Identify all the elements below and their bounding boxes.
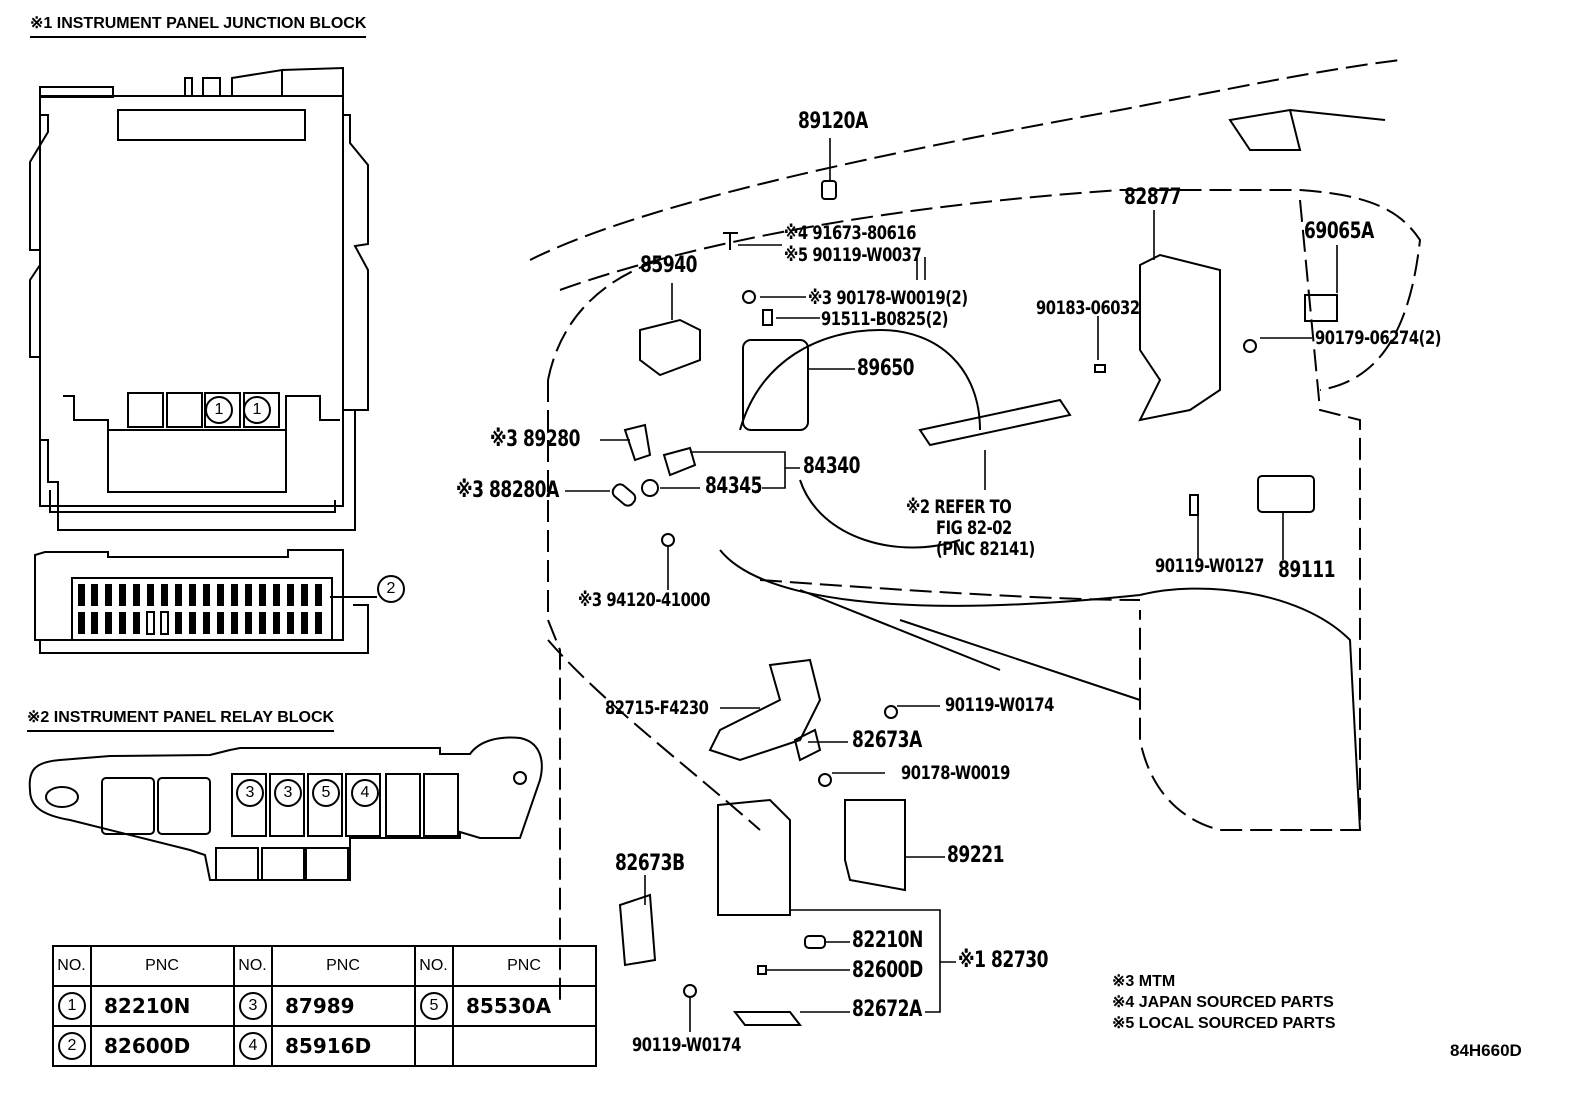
part-label-89650[interactable]: 89650 (857, 356, 915, 381)
dashboard-solid-lines (719, 108, 1386, 831)
callout-circle: 4 (351, 779, 379, 807)
part-label-90119-W0037[interactable]: ※5 90119-W0037 (784, 244, 922, 266)
table-row: 1 82210N 3 87989 5 85530A (52, 985, 597, 1027)
callout-number: 3 (239, 992, 267, 1020)
refer-note-line-2: FIG 82-02 (936, 517, 1012, 539)
pnc-cell: 82210N (90, 985, 235, 1027)
empty-cell (452, 1025, 597, 1067)
callout-number: 4 (239, 1032, 267, 1060)
part-label-82673A[interactable]: 82673A (852, 728, 922, 753)
pnc-cell: 85530A (452, 985, 597, 1027)
part-label-82715-F4230[interactable]: 82715-F4230 (605, 697, 709, 719)
table-header: NO. (52, 945, 92, 987)
table-header: PNC (452, 945, 597, 987)
part-label-82600D[interactable]: 82600D (852, 958, 923, 983)
junction-block-title: ※1 INSTRUMENT PANEL JUNCTION BLOCK (30, 13, 367, 38)
pnc-cell: 85916D (271, 1025, 416, 1067)
table-header: PNC (271, 945, 416, 987)
note-line: ※3 MTM (1112, 973, 1176, 990)
callout-number: 5 (420, 992, 448, 1020)
component-shapes (611, 180, 1338, 1026)
table-row: 2 82600D 4 85916D (52, 1025, 597, 1067)
callout-circle: 5 (312, 779, 340, 807)
part-label-90178-W0019[interactable]: 90178-W0019 (901, 762, 1010, 784)
table-header-row: NO. PNC NO. PNC NO. PNC (52, 945, 597, 987)
part-label-94120-41000[interactable]: ※3 94120-41000 (578, 589, 711, 611)
junction-block-drawing (29, 66, 369, 531)
part-label-89111[interactable]: 89111 (1278, 558, 1336, 583)
callout-circle: 3 (236, 779, 264, 807)
note-line: ※4 JAPAN SOURCED PARTS (1112, 994, 1334, 1011)
part-label-89120A[interactable]: 89120A (798, 109, 868, 134)
legend-notes: ※3 MTM ※4 JAPAN SOURCED PARTS ※5 LOCAL S… (1112, 971, 1336, 1034)
refer-note-line-3[interactable]: (PNC 82141) (936, 538, 1035, 560)
part-label-69065A[interactable]: 69065A (1304, 219, 1374, 244)
pnc-cell: 82600D (90, 1025, 235, 1067)
part-label-82672A[interactable]: 82672A (852, 997, 922, 1022)
part-label-82730[interactable]: ※1 82730 (958, 948, 1049, 973)
table-header: NO. (414, 945, 454, 987)
callout-circle: 2 (377, 575, 405, 603)
table-header: NO. (233, 945, 273, 987)
part-label-84345[interactable]: 84345 (705, 474, 763, 499)
note-line: ※5 LOCAL SOURCED PARTS (1112, 1015, 1336, 1032)
leader-lines (565, 138, 1338, 1032)
part-label-91511-B0825[interactable]: 91511-B0825(2) (821, 308, 949, 330)
callout-circle: 1 (205, 396, 233, 424)
refer-note-line-1: ※2 REFER TO (906, 496, 1012, 518)
pnc-cell: 87989 (271, 985, 416, 1027)
callout-circle: 3 (274, 779, 302, 807)
part-label-85940[interactable]: 85940 (640, 253, 698, 278)
callout-number: 2 (58, 1032, 86, 1060)
figure-id: 84H660D (1450, 1041, 1522, 1060)
part-label-84340[interactable]: 84340 (803, 454, 861, 479)
pnc-table: NO. PNC NO. PNC NO. PNC 1 82210N 3 87989… (52, 945, 597, 1067)
part-label-91673-80616[interactable]: ※4 91673-80616 (784, 222, 917, 244)
part-label-90119-W0174-upper[interactable]: 90119-W0174 (945, 694, 1054, 716)
callout-circle: 1 (243, 396, 271, 424)
part-label-82210N[interactable]: 82210N (852, 928, 923, 953)
part-label-89221[interactable]: 89221 (947, 843, 1005, 868)
part-label-82877[interactable]: 82877 (1124, 185, 1182, 210)
relay-block-title: ※2 INSTRUMENT PANEL RELAY BLOCK (27, 707, 335, 732)
table-header: PNC (90, 945, 235, 987)
part-label-82673B[interactable]: 82673B (615, 851, 685, 876)
junction-block-connector-view (34, 549, 377, 654)
part-label-90183-06032[interactable]: 90183-06032 (1036, 297, 1140, 319)
part-label-90119-W0174-lower[interactable]: 90119-W0174 (632, 1034, 741, 1056)
part-label-90179-06274[interactable]: 90179-06274(2) (1315, 327, 1442, 349)
part-label-90178-W0019-2[interactable]: ※3 90178-W0019(2) (808, 287, 968, 309)
callout-number: 1 (58, 992, 86, 1020)
relay-block-drawing (28, 736, 543, 881)
part-label-89280[interactable]: ※3 89280 (490, 427, 581, 452)
part-label-88280A[interactable]: ※3 88280A (456, 478, 559, 503)
empty-cell (414, 1025, 454, 1067)
part-label-90119-W0127[interactable]: 90119-W0127 (1155, 555, 1264, 577)
